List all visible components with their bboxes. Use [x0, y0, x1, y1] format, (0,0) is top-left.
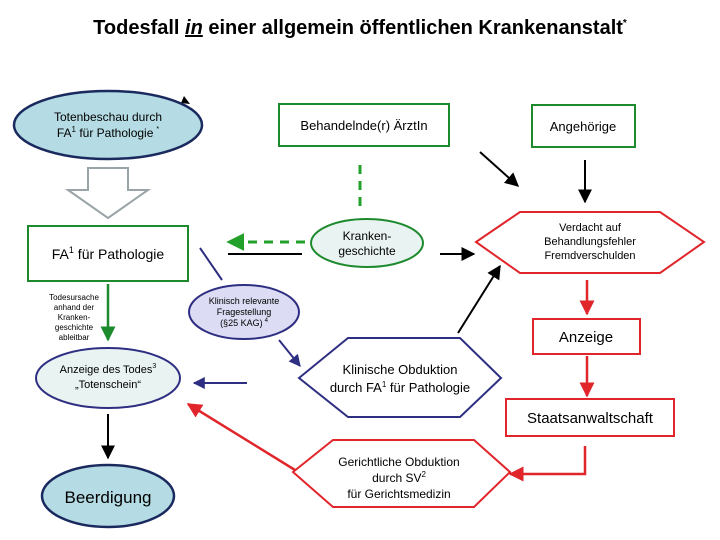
arrow-fragestellung-obduktion: [278, 339, 301, 367]
svg-text:Behandlungsfehler: Behandlungsfehler: [544, 236, 636, 248]
svg-text:Klinische Obduktion: Klinische Obduktion: [343, 362, 458, 377]
connector-fa-fragestellung: [199, 247, 223, 281]
note-todesursache: Todesursache anhand der Kranken- geschic…: [49, 293, 99, 342]
svg-text:Verdacht auf: Verdacht auf: [559, 222, 622, 234]
svg-text:Todesursache: Todesursache: [49, 293, 99, 302]
svg-text:Totenbeschau durch: Totenbeschau durch: [54, 110, 162, 124]
svg-text:Staatsanwaltschaft: Staatsanwaltschaft: [527, 410, 654, 427]
node-fragestellung: Klinisch relevante Fragestellung (§25 KA…: [188, 284, 300, 340]
svg-text:FA1 für Pathologie*: FA1 für Pathologie*: [57, 125, 160, 140]
svg-text:Gerichtliche Obduktion: Gerichtliche Obduktion: [338, 455, 459, 469]
arrow-gerichtlich-anzeige-todes: [186, 402, 296, 472]
svg-text:„Totenschein“: „Totenschein“: [75, 379, 141, 391]
svg-text:geschichte: geschichte: [338, 244, 396, 258]
node-klinische-obduktion: Klinische Obduktion durch FA1 für Pathol…: [297, 337, 503, 418]
svg-text:Kranken-: Kranken-: [58, 313, 91, 322]
svg-text:Anzeige: Anzeige: [559, 329, 613, 346]
svg-text:Behandelnde(r) ÄrztIn: Behandelnde(r) ÄrztIn: [300, 118, 427, 133]
node-totenbeschau: Totenbeschau durch FA1 für Pathologie*: [12, 89, 204, 161]
svg-text:Kranken-: Kranken-: [343, 229, 392, 243]
node-behandelnde: Behandelnde(r) ÄrztIn: [278, 103, 450, 147]
svg-text:ableitbar: ableitbar: [59, 333, 90, 342]
hollow-arrow: [64, 167, 152, 220]
node-beerdigung: Beerdigung: [40, 463, 176, 529]
svg-text:Fremdverschulden: Fremdverschulden: [544, 250, 635, 262]
svg-text:für Gerichtsmedizin: für Gerichtsmedizin: [347, 487, 450, 501]
arrow-obduktion-verdacht: [457, 264, 501, 334]
node-krankengeschichte: Kranken- geschichte: [310, 218, 424, 268]
svg-text:Beerdigung: Beerdigung: [65, 488, 152, 507]
svg-text:(§25 KAG)4: (§25 KAG)4: [220, 318, 269, 328]
node-gerichtliche-obduktion: Gerichtliche Obduktion durch SV2 für Ger…: [291, 439, 512, 508]
totenbeschau-arrow-tip: [181, 96, 190, 104]
svg-text:Klinisch relevante: Klinisch relevante: [209, 296, 280, 306]
arrow-behandelnde-verdacht: [479, 151, 520, 187]
svg-text:Anzeige des Todes3: Anzeige des Todes3: [60, 363, 157, 376]
svg-text:Angehörige: Angehörige: [550, 119, 617, 134]
page-title: Todesfall in einer allgemein öffentliche…: [93, 17, 627, 39]
node-staatsanwaltschaft: Staatsanwaltschaft: [505, 398, 675, 437]
svg-text:Fragestellung: Fragestellung: [217, 307, 272, 317]
svg-text:durch FA1 für Pathologie: durch FA1 für Pathologie: [330, 380, 470, 395]
svg-text:FA1 für Pathologie: FA1 für Pathologie: [52, 245, 165, 262]
node-anzeige-todes: Anzeige des Todes3 „Totenschein“: [35, 347, 181, 409]
node-angehoerige: Angehörige: [531, 104, 636, 148]
svg-text:durch SV2: durch SV2: [372, 470, 426, 485]
node-anzeige: Anzeige: [532, 318, 641, 355]
node-verdacht: Verdacht auf Behandlungsfehler Fremdvers…: [474, 211, 706, 274]
arrow-staatsanwaltschaft-gerichtlich: [508, 446, 587, 482]
svg-text:geschichte: geschichte: [55, 323, 94, 332]
svg-text:anhand der: anhand der: [54, 303, 95, 312]
node-fa-pathologie: FA1 für Pathologie: [27, 225, 189, 282]
